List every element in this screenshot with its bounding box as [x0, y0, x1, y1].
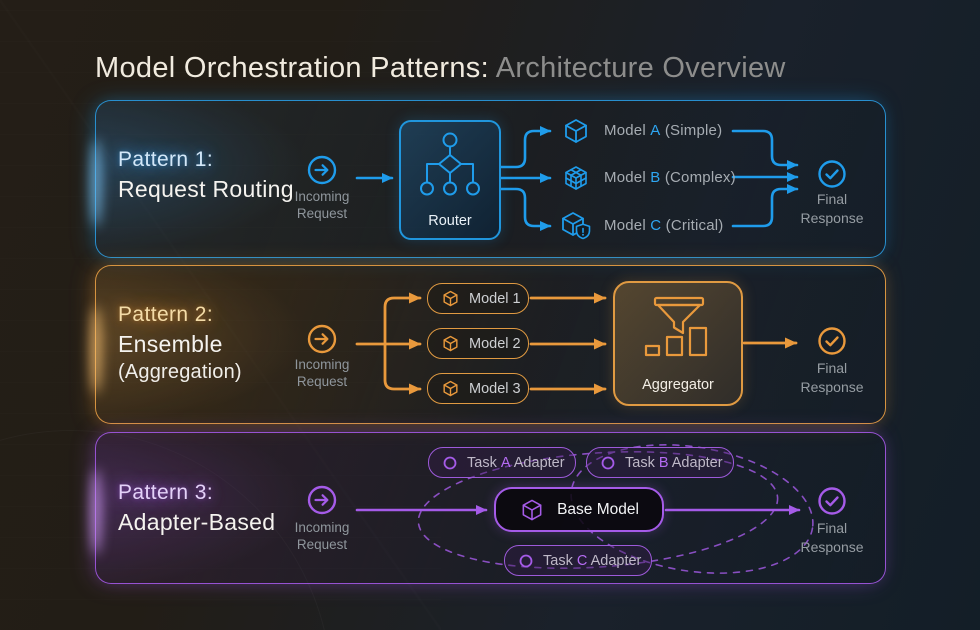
model-3-node: Model 3	[427, 373, 529, 404]
final-response-icon	[817, 486, 847, 521]
pattern2-edge-glow	[91, 306, 101, 394]
cube-icon	[522, 499, 542, 520]
pattern3-title: Pattern 3:	[118, 481, 214, 504]
page-title-main: Model Orchestration Patterns:	[95, 52, 489, 84]
model-1-label: Model 1	[469, 290, 521, 307]
incoming-request-icon	[306, 484, 338, 521]
adapter-circle-icon	[443, 456, 457, 469]
incoming-request-label: Incoming Request	[294, 520, 350, 552]
final-response-icon	[817, 326, 847, 361]
model-c-label: Model C (Critical)	[604, 217, 724, 234]
final-response-icon	[817, 159, 847, 194]
aggregator-funnel-icon	[644, 296, 708, 357]
incoming-request-icon	[306, 154, 338, 191]
pattern2-subtitle2: (Aggregation)	[118, 361, 242, 383]
aggregator-label: Aggregator	[642, 377, 714, 393]
task-c-adapter-node: Task C Adapter	[504, 545, 652, 576]
pattern2-title: Pattern 2:	[118, 303, 214, 326]
cube-shield-icon	[559, 209, 593, 248]
page-title-sub: Architecture Overview	[495, 52, 786, 84]
adapter-circle-icon	[601, 456, 615, 469]
final-response-label: Final Response	[800, 520, 864, 555]
router-icon	[420, 132, 480, 196]
pattern2-panel	[91, 265, 886, 424]
router-node: Router	[399, 120, 501, 240]
router-label: Router	[428, 213, 472, 229]
task-b-adapter-node: Task B Adapter	[586, 447, 734, 478]
pattern1-title: Pattern 1:	[118, 148, 214, 171]
pattern1-subtitle: Request Routing	[118, 176, 294, 202]
base-model-label: Base Model	[557, 500, 639, 518]
final-response-label: Final Response	[800, 360, 864, 395]
cube-icon	[443, 380, 458, 397]
model-1-node: Model 1	[427, 283, 529, 314]
cube-complex-icon	[561, 163, 591, 198]
cube-icon	[443, 335, 458, 352]
pattern3-edge-glow	[91, 469, 101, 555]
base-model-node: Base Model	[494, 487, 664, 532]
adapter-circle-icon	[519, 554, 533, 567]
model-3-label: Model 3	[469, 380, 521, 397]
model-2-node: Model 2	[427, 328, 529, 359]
incoming-request-label: Incoming Request	[294, 189, 350, 221]
incoming-request-label: Incoming Request	[294, 357, 350, 389]
pattern1-edge-glow	[91, 139, 101, 227]
cube-icon	[443, 290, 458, 307]
task-a-adapter-label: Task A Adapter	[467, 454, 565, 471]
page-title: Model Orchestration Patterns: Architectu…	[95, 52, 786, 85]
aggregator-node: Aggregator	[613, 281, 743, 406]
pattern3-subtitle: Adapter-Based	[118, 509, 276, 535]
final-response-label: Final Response	[800, 191, 864, 226]
cube-simple-icon	[561, 116, 591, 151]
model-b-label: Model B (Complex)	[604, 169, 736, 186]
incoming-request-icon	[306, 323, 338, 360]
task-b-adapter-label: Task B Adapter	[625, 454, 723, 471]
model-a-label: Model A (Simple)	[604, 122, 723, 139]
model-2-label: Model 2	[469, 335, 521, 352]
task-a-adapter-node: Task A Adapter	[428, 447, 576, 478]
task-c-adapter-label: Task C Adapter	[543, 552, 642, 569]
pattern2-subtitle: Ensemble	[118, 331, 223, 357]
